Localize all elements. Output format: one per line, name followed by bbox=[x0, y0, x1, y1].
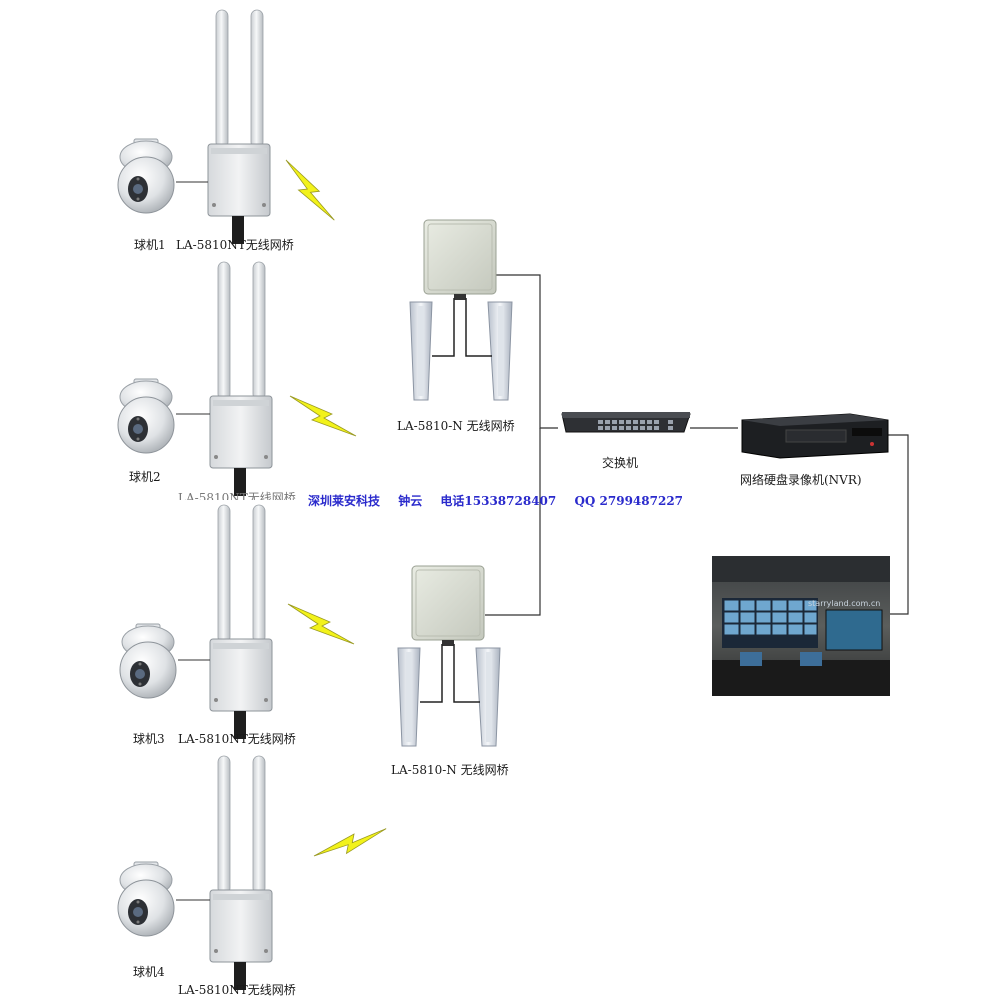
nvr-icon bbox=[741, 413, 889, 459]
base-station-2-icon bbox=[397, 565, 501, 747]
nvr-label: 网络硬盘录像机(NVR) bbox=[740, 473, 862, 487]
camera-icon bbox=[117, 861, 175, 937]
camera-site-3 bbox=[119, 504, 355, 740]
outdoor-bridge-icon bbox=[209, 504, 273, 740]
camera-4-bridge-label: LA-5810NT无线网桥 bbox=[178, 983, 296, 997]
cable-station1-switch bbox=[496, 274, 558, 429]
contact-info: 深圳莱安科技 钟云 电话15338728407 QQ 2799487227 bbox=[308, 492, 697, 509]
base-station-1-icon bbox=[409, 219, 513, 401]
wireless-link-icon bbox=[287, 603, 355, 645]
contact-phone: 电话15338728407 bbox=[440, 494, 557, 508]
camera-4-label: 球机4 bbox=[133, 965, 165, 979]
switch-icon bbox=[561, 412, 691, 433]
outdoor-bridge-icon bbox=[209, 261, 273, 497]
wireless-link-icon bbox=[271, 159, 349, 221]
camera-icon bbox=[117, 138, 175, 214]
switch-label: 交换机 bbox=[602, 456, 639, 470]
camera-1-bridge-label: LA-5810NT无线网桥 bbox=[176, 238, 294, 252]
camera-3-label: 球机3 bbox=[133, 732, 165, 746]
contact-person: 钟云 bbox=[398, 494, 423, 508]
camera-1-label: 球机1 bbox=[134, 238, 166, 252]
outdoor-bridge-icon bbox=[209, 755, 273, 991]
base-station-2-label: LA-5810-N 无线网桥 bbox=[391, 763, 509, 777]
camera-2-bridge-label: LA-5810NT无线网桥 bbox=[178, 491, 296, 505]
outdoor-bridge-icon bbox=[207, 9, 271, 245]
contact-qq: QQ 2799487227 bbox=[574, 494, 684, 508]
camera-2-label: 球机2 bbox=[129, 470, 161, 484]
camera-icon bbox=[117, 378, 175, 454]
camera-site-2 bbox=[117, 261, 357, 497]
wireless-link-icon bbox=[289, 395, 357, 437]
camera-3-bridge-label: LA-5810NT无线网桥 bbox=[178, 732, 296, 746]
camera-site-1 bbox=[117, 9, 349, 245]
cable-nvr-monitor bbox=[888, 434, 909, 615]
monitor-wall-photo: starryland.com.cn bbox=[712, 556, 890, 696]
contact-company: 深圳莱安科技 bbox=[308, 494, 381, 508]
svg-text:starryland.com.cn: starryland.com.cn bbox=[808, 599, 880, 608]
wireless-link-icon bbox=[313, 803, 387, 882]
cabling bbox=[485, 274, 909, 616]
cable-station2-switch bbox=[485, 428, 541, 616]
base-station-1-label: LA-5810-N 无线网桥 bbox=[397, 419, 515, 433]
camera-icon bbox=[119, 623, 177, 699]
camera-site-4 bbox=[117, 755, 387, 991]
